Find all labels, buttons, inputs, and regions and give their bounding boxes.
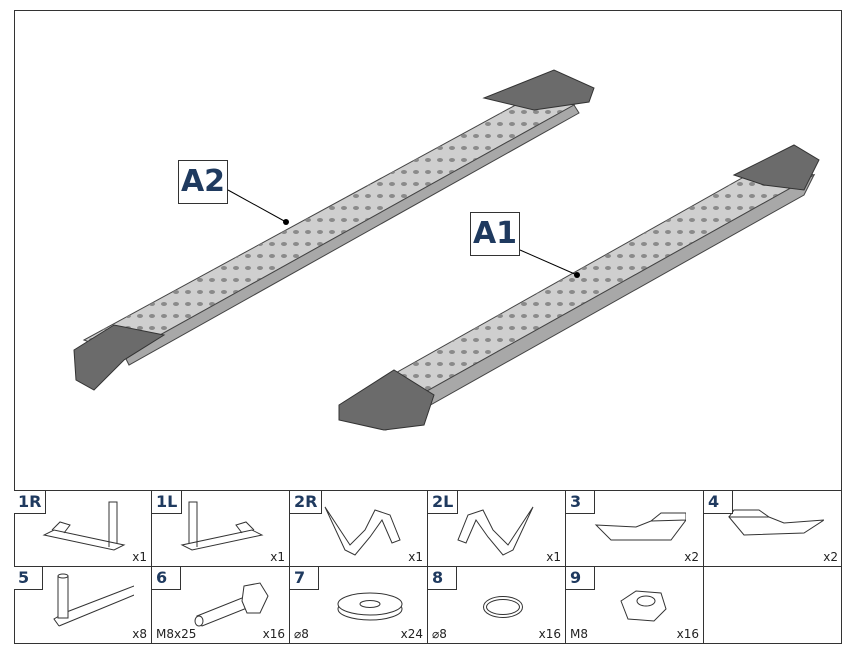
callout-a2: A2 [178, 160, 228, 204]
leader-line-a1 [519, 249, 578, 276]
callout-a1: A1 [470, 212, 520, 256]
part-quantity: x2 [684, 550, 699, 564]
part-cell-1r: 1R x1 [14, 491, 152, 567]
part-spec: ⌀8 [432, 627, 447, 641]
bolt-icon [194, 582, 269, 627]
part-number: 5 [14, 567, 43, 590]
running-boards-drawing [73, 69, 820, 431]
running-board-a1 [338, 144, 820, 431]
part-quantity: x16 [262, 627, 285, 641]
part-number: 8 [428, 567, 457, 590]
part-spec: M8 [570, 627, 588, 641]
part-cell-9: 9 M8 x16 [566, 567, 704, 643]
part-cell-2r: 2R x1 [290, 491, 428, 567]
part-number: 1L [152, 491, 183, 514]
part-cell-1l: 1L x1 [152, 491, 290, 567]
leader-dot-a1 [574, 272, 580, 278]
bracket-2l-icon [457, 506, 534, 556]
parts-list: 1R x1 1L x1 2R x1 2L x1 3 x2 4 x2 5 x8 6… [14, 490, 842, 644]
part-number: 4 [704, 491, 733, 514]
hex-nut-icon [620, 590, 667, 622]
part-number: 2L [428, 491, 459, 514]
part-cell-6: 6 M8x25 x16 [152, 567, 290, 643]
part-number: 1R [14, 491, 47, 514]
part-cell-5: 5 x8 [14, 567, 152, 643]
part-quantity: x8 [132, 627, 147, 641]
part-quantity: x16 [538, 627, 561, 641]
spring-washer-icon [483, 596, 523, 618]
part-cell-3: 3 x2 [566, 491, 704, 567]
bracket-3-icon [594, 512, 686, 541]
running-board-a2 [73, 69, 595, 391]
flat-washer-icon [337, 592, 403, 621]
part-cell-8: 8 ⌀8 x16 [428, 567, 566, 643]
leader-line-a2 [227, 189, 287, 223]
part-spec: ⌀8 [294, 627, 309, 641]
part-quantity: x1 [132, 550, 147, 564]
leader-dot-a2 [283, 219, 289, 225]
bracket-2r-icon [324, 506, 401, 556]
part-number: 7 [290, 567, 319, 590]
part-cell-4: 4 x2 [704, 491, 842, 567]
part-number: 2R [290, 491, 323, 514]
part-number: 3 [566, 491, 595, 514]
part-quantity: x1 [408, 550, 423, 564]
part-quantity: x16 [676, 627, 699, 641]
bracket-4-icon [727, 509, 824, 536]
bracket-1l-icon [180, 501, 264, 551]
part-spec: M8x25 [156, 627, 197, 641]
running-boards-illustration: A2 A1 [14, 10, 842, 490]
bracket-1r-icon [42, 501, 126, 551]
part-cell-empty [704, 567, 842, 643]
part-quantity: x1 [546, 550, 561, 564]
part-quantity: x2 [823, 550, 838, 564]
part-cell-2l: 2L x1 [428, 491, 566, 567]
part-quantity: x1 [270, 550, 285, 564]
part-cell-7: 7 ⌀8 x24 [290, 567, 428, 643]
part-number: 6 [152, 567, 181, 590]
page-frame [14, 10, 842, 643]
part-number: 9 [566, 567, 595, 590]
part-quantity: x24 [400, 627, 423, 641]
stud-plate-icon [53, 573, 134, 627]
